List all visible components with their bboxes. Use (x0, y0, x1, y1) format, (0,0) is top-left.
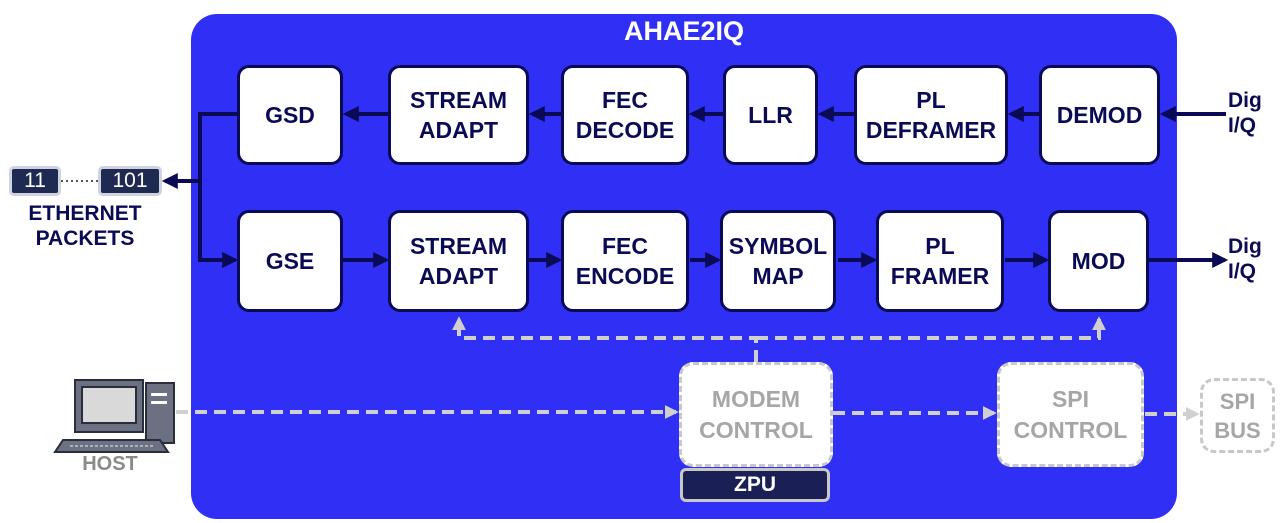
mod-label: MOD (1071, 248, 1126, 274)
fec-encode-block: FEC ENCODE (561, 210, 689, 312)
fec-encode-line1: FEC (602, 233, 648, 259)
fec-decode-block: FEC DECODE (561, 65, 689, 165)
dig-iq-output-label: Dig I/Q (1228, 234, 1262, 284)
demod-label: DEMOD (1056, 102, 1143, 128)
symbol-map-block: SYMBOL MAP (720, 210, 836, 312)
spi-bus-block: SPI BUS (1200, 378, 1275, 453)
arrow-ethernet-to-gse (198, 181, 239, 268)
pl-deframer-line2: DEFRAMER (865, 117, 997, 143)
modem-control-block: MODEM CONTROL (679, 362, 833, 467)
host-label: HOST (82, 453, 138, 475)
ethernet-label-line2: PACKETS (35, 227, 135, 250)
tx-stream-adapt-line1: STREAM (409, 233, 508, 259)
pl-framer-line1: PL (925, 233, 955, 259)
fec-decode-line2: DECODE (575, 117, 675, 143)
pl-deframer-block: PL DEFRAMER (854, 65, 1008, 165)
tx-stream-adapt-block: STREAM ADAPT (388, 210, 529, 312)
llr-block: LLR (723, 65, 818, 165)
modem-control-line1: MODEM (711, 385, 801, 412)
fec-decode-line1: FEC (602, 87, 648, 113)
fec-encode-line2: ENCODE (575, 263, 675, 289)
pl-framer-block: PL FRAMER (876, 210, 1004, 312)
symbol-map-line2: MAP (752, 263, 804, 289)
ethernet-label-line1: ETHERNET (28, 202, 142, 225)
pl-framer-line2: FRAMER (890, 263, 990, 289)
control-bus-streamadapt (452, 316, 758, 362)
rx-stream-adapt-line2: ADAPT (418, 117, 499, 143)
spi-control-line2: CONTROL (1013, 416, 1128, 443)
llr-label: LLR (748, 102, 793, 128)
symbol-map-line1: SYMBOL (728, 233, 828, 259)
mod-block: MOD (1048, 210, 1149, 312)
pl-deframer-line1: PL (916, 87, 946, 113)
dig-iq-output-line2: I/Q (1228, 260, 1257, 283)
zpu-label: ZPU (680, 468, 830, 502)
rx-stream-adapt-line1: STREAM (409, 87, 508, 113)
gse-label: GSE (265, 248, 315, 274)
host-computer-icon (53, 379, 175, 453)
ethernet-packet-101: 101 (98, 166, 162, 196)
diagram-title: AHAE2IQ (623, 16, 745, 46)
tx-stream-adapt-line2: ADAPT (418, 263, 499, 289)
modem-control-line2: CONTROL (699, 416, 813, 443)
gsd-label: GSD (265, 102, 315, 128)
control-bus-mod (756, 316, 1106, 340)
rx-stream-adapt-block: STREAM ADAPT (388, 65, 529, 165)
gse-block: GSE (237, 210, 343, 312)
gsd-block: GSD (237, 65, 343, 165)
spi-control-block: SPI CONTROL (997, 362, 1144, 467)
spi-bus-line2: BUS (1214, 417, 1261, 443)
spi-control-line1: SPI (1051, 385, 1090, 412)
ethernet-packet-11: 11 (9, 166, 61, 196)
demod-block: DEMOD (1039, 65, 1160, 165)
dig-iq-output-line1: Dig (1228, 235, 1262, 258)
dig-iq-input-line1: Dig (1228, 89, 1262, 112)
ethernet-packets-label: ETHERNET PACKETS (0, 201, 170, 251)
spi-bus-line1: SPI (1219, 388, 1256, 414)
dig-iq-input-line2: I/Q (1228, 114, 1257, 137)
line-gsd-to-ethernet (198, 112, 237, 181)
dig-iq-input-label: Dig I/Q (1228, 88, 1262, 138)
